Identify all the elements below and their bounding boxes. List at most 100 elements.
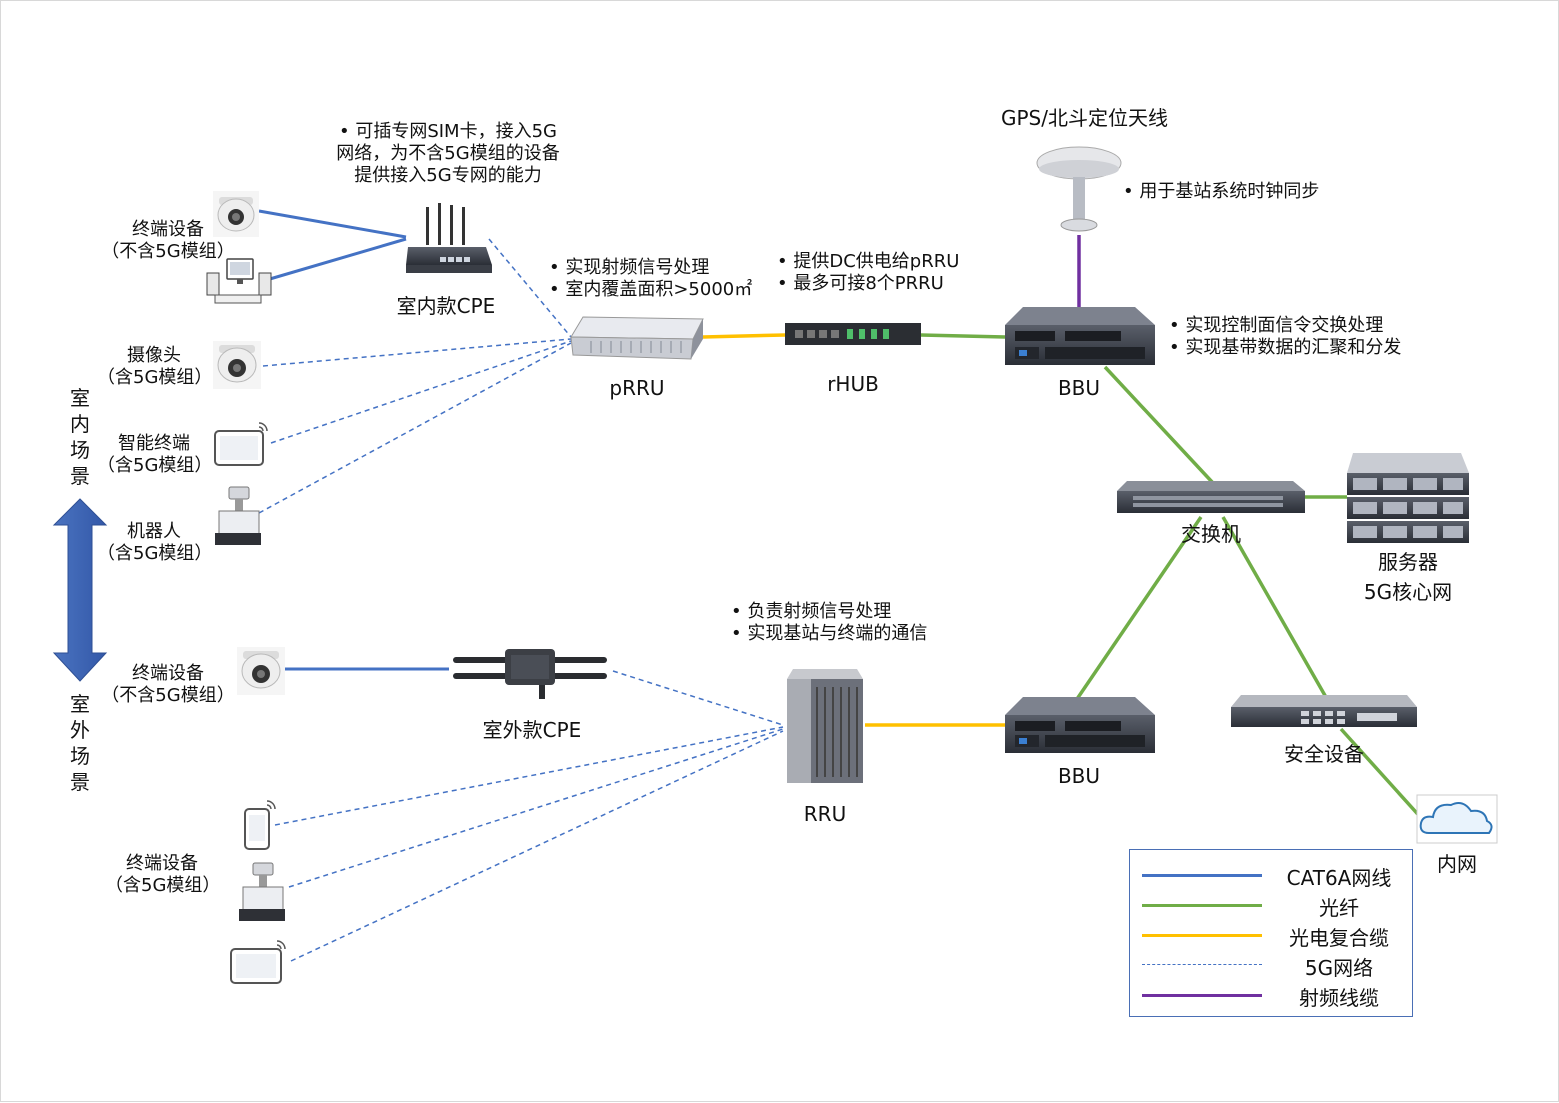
rhub-note-line-2: • 最多可接8个PRRU [777,273,944,294]
legend: CAT6A网线 光纤 光电复合缆 5G网络 射频线缆 [1129,849,1413,1017]
legend-line-rf [1142,994,1262,997]
indoor-scene-label: 室内场景 [67,385,93,489]
bbu-device-icon [1005,697,1155,753]
smart-terminal-label: 智能终端 （含5G模组） [97,433,213,477]
prru-note: • 实现射频信号处理 • 室内覆盖面积>5000㎡ [549,257,752,301]
desktop-pc-icon [206,258,272,304]
legend-item-fiber: 光纤 [1130,890,1414,920]
legend-item-rf: 射频线缆 [1130,980,1414,1010]
bbu-bottom-label: BBU [1057,764,1101,788]
prru-device-icon [570,316,704,360]
camera-title: 摄像头 [127,345,181,366]
rru-note-line-2: • 实现基站与终端的通信 [731,623,928,644]
smart-terminal-title: 智能终端 [118,433,190,454]
fiber-switch-security [1221,516,1329,700]
outdoor-scene-text: 室外场景 [70,692,90,794]
gps-antenna-label: GPS/北斗定位天线 [1001,106,1168,130]
rru-label: RRU [803,802,847,826]
legend-label-fiber: 光纤 [1319,896,1359,920]
legend-line-cat6a [1142,874,1262,877]
robot-sub: （含5G模组） [97,543,213,564]
intranet-label: 内网 [1437,852,1477,876]
legend-label-hybrid: 光电复合缆 [1289,926,1389,950]
indoor-terminal-sub: （不含5G模组） [101,241,235,262]
robot-title: 机器人 [127,521,181,542]
gps-note: • 用于基站系统时钟同步 [1123,181,1320,202]
server-label: 服务器 [1378,550,1438,574]
rhub-label: rHUB [827,372,879,396]
rack-server-icon [1347,453,1469,543]
cpe-note: • 可插专网SIM卡，接入5G 网络，为不含5G模组的设备 提供接入5G专网的能… [331,121,565,187]
indoor-terminal-title: 终端设备 [132,219,204,240]
outdoor-5g-terminal-title: 终端设备 [126,853,198,874]
5g-link-tablet2-rru [290,730,784,962]
switch-device-icon [1117,481,1305,513]
prru-label: pRRU [609,376,665,400]
5g-link-cpe-prru [488,238,572,338]
bbu-note-line-2: • 实现基带数据的汇聚和分发 [1169,337,1402,358]
dome-camera-icon [213,341,261,389]
camera-sub: （含5G模组） [97,367,213,388]
bbu-device-icon [1005,307,1155,365]
core-network-label: 5G核心网 [1363,580,1453,604]
rhub-note-line-1: • 提供DC供电给pRRU [777,251,960,272]
legend-item-hybrid: 光电复合缆 [1130,920,1414,950]
bbu-note: • 实现控制面信令交换处理 • 实现基带数据的汇聚和分发 [1169,315,1401,359]
rru-note-line-1: • 负责射频信号处理 [731,601,892,622]
5g-link-robot-prru [258,342,572,514]
smart-terminal-sub: （含5G模组） [97,455,213,476]
camera-label: 摄像头 （含5G模组） [97,345,213,389]
rru-device-icon [787,669,863,783]
router-icon [453,649,607,699]
legend-item-5g: 5G网络 [1130,950,1414,980]
legend-item-cat6a: CAT6A网线 [1130,860,1414,890]
firewall-device-icon [1231,695,1417,727]
cpe-note-line-2: 网络，为不含5G模组的设备 [336,143,560,164]
legend-label-cat6a: CAT6A网线 [1286,866,1392,890]
cat6a-camera-to-indoor-cpe [258,209,407,239]
cpe-note-line-1: • 可插专网SIM卡，接入5G [338,121,557,142]
outdoor-scene-label: 室外场景 [67,691,93,795]
tablet-icon [214,422,268,466]
5g-link-outdoor-cpe-rru [612,670,784,726]
indoor-cpe-label: 室内款CPE [396,294,496,318]
cloud-icon [1416,794,1498,844]
outdoor-terminal-title: 终端设备 [132,663,204,684]
dome-camera-icon [213,191,259,237]
router-icon [406,203,492,273]
cat6a-pc-to-indoor-cpe [262,237,407,283]
outdoor-5g-terminal-label: 终端设备 （含5G模组） [105,853,221,897]
scene-double-arrow [52,498,108,682]
robot-label: 机器人 （含5G模组） [97,521,213,565]
5g-link-robot2-rru [288,728,784,888]
bbu-top-label: BBU [1057,376,1101,400]
robot-icon [215,486,261,545]
rhub-note: • 提供DC供电给pRRU • 最多可接8个PRRU [777,251,959,295]
cpe-note-line-3: 提供接入5G专网的能力 [354,165,542,186]
rru-note: • 负责射频信号处理 • 实现基站与终端的通信 [731,601,927,645]
outdoor-terminal-sub: （不含5G模组） [101,685,235,706]
security-device-label: 安全设备 [1284,742,1364,766]
legend-label-5g: 5G网络 [1304,956,1374,980]
indoor-scene-text: 室内场景 [70,386,90,488]
prru-note-line-1: • 实现射频信号处理 [549,257,710,278]
legend-line-hybrid [1142,934,1262,937]
5g-link-camera-prru [262,338,572,367]
legend-label-rf: 射频线缆 [1299,986,1379,1010]
robot-icon [239,862,285,921]
bbu-note-line-1: • 实现控制面信令交换处理 [1169,315,1384,336]
fiber-rhub-bbu [920,333,1006,339]
smartphone-icon [244,800,276,850]
dome-camera-icon [237,647,285,695]
legend-line-fiber [1142,904,1262,907]
outdoor-terminal-label: 终端设备 （不含5G模组） [101,663,235,707]
switch-label: 交换机 [1181,522,1241,546]
rhub-device-icon [785,323,921,345]
5g-link-tablet-prru [270,340,572,444]
outdoor-5g-terminal-sub: （含5G模组） [105,875,221,896]
fiber-bbu-switch [1103,365,1215,485]
hybrid-prru-rhub [702,333,786,339]
tablet-icon [230,940,286,984]
